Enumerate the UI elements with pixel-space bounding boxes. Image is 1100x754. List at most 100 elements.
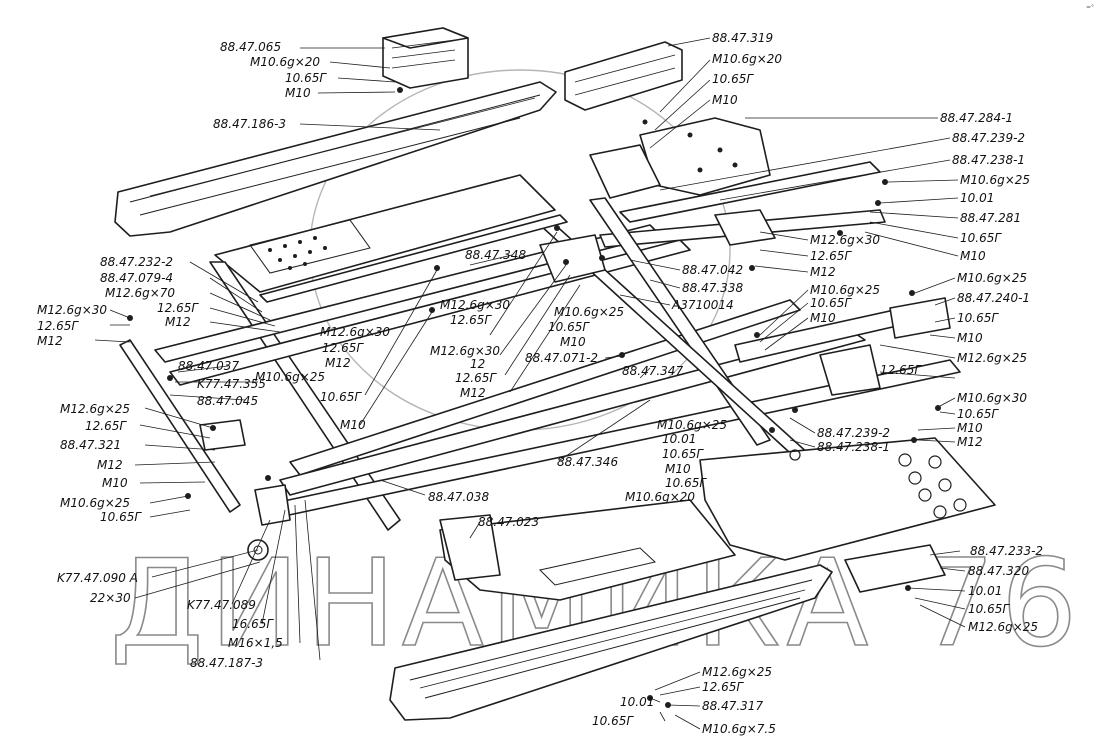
- label-m16-1-5: M16×1,5: [228, 636, 283, 650]
- label-88-47-238-1: 88.47.238-1: [952, 153, 1026, 167]
- label-10-01: 10.01: [968, 584, 1003, 598]
- label-88-47-347: 88.47.347: [622, 364, 684, 378]
- label-m10: M10: [560, 335, 586, 349]
- label-m12-6g-25: M12.6g×25: [968, 620, 1039, 634]
- right-top-plate: [589, 117, 771, 199]
- label-m12-6g-25: M12.6g×25: [60, 402, 131, 416]
- label-88-47-042: 88.47.042: [682, 263, 744, 277]
- label-88-47-238-1: 88.47.238-1: [817, 440, 891, 454]
- label-12-65g: 12.65Г: [810, 249, 852, 263]
- label-m12: M12: [957, 435, 983, 449]
- label-88-47-187-3: 88.47.187-3: [190, 656, 264, 670]
- label-12: 12: [470, 357, 486, 371]
- label-10-65g: 10.65Г: [957, 311, 999, 325]
- label-12-65g: 12.65Г: [37, 319, 79, 333]
- label-10-01: 10.01: [662, 432, 697, 446]
- label-10-01: 10.01: [960, 191, 995, 205]
- label-10-65g: 10.65Г: [592, 714, 634, 728]
- label-m12: M12: [37, 334, 63, 348]
- label-m12-6g-70: M12.6g×70: [105, 286, 176, 300]
- label-m12-6g-25: M12.6g×25: [957, 351, 1028, 365]
- bottom-right-plate: [699, 437, 996, 561]
- label-88-47-338: 88.47.338: [682, 281, 744, 295]
- label-m10: M10: [957, 331, 983, 345]
- label-88-47-239-2: 88.47.239-2: [817, 426, 891, 440]
- upper-right-bracket: [564, 41, 683, 111]
- label-16-65g: 16.65Г: [232, 617, 274, 631]
- label-m12-6g-30: M12.6g×30: [810, 233, 881, 247]
- label-m10-6g-25: M10.6g×25: [957, 271, 1028, 285]
- label-88-47-023: 88.47.023: [478, 515, 540, 529]
- label-m10: M10: [665, 462, 691, 476]
- label-k77-47-090-a: K77.47.090 A: [57, 571, 138, 585]
- label-88-47-284-1: 88.47.284-1: [940, 111, 1014, 125]
- leader-lines: [94, 37, 966, 730]
- label-m12-6g-30: M12.6g×30: [37, 303, 108, 317]
- label-m10: M10: [340, 418, 366, 432]
- label-m12: M12: [325, 356, 351, 370]
- label-10-65g: 10.65Г: [100, 510, 142, 524]
- label-m12: M12: [165, 315, 191, 329]
- label-m10-6g-25: M10.6g×25: [554, 305, 625, 319]
- fastener-dots: [429, 119, 941, 708]
- label-m10-6g-20: M10.6g×20: [250, 55, 321, 69]
- label-m10-6g-20: M10.6g×20: [712, 52, 783, 66]
- label-10-65g: 10.65Г: [960, 231, 1002, 245]
- label-k77-47-355: K77.47.355: [197, 377, 266, 391]
- label-88-47-281: 88.47.281: [960, 211, 1022, 225]
- label-m10-6g-25: M10.6g×25: [255, 370, 326, 384]
- label-10-65g: 10.65Г: [968, 602, 1010, 616]
- label-12-65g: 12.65Г: [450, 313, 492, 327]
- top-box-bracket: [382, 27, 469, 93]
- label-m12-6g-25: M12.6g×25: [702, 665, 773, 679]
- label-10-65g: 10.65Г: [665, 476, 707, 490]
- label-12-65g: 12.65Г: [157, 301, 199, 315]
- label-m12-6g-30: M12.6g×30: [430, 344, 501, 358]
- left-upper-channel: [114, 81, 557, 237]
- bottom-long-channel: [389, 544, 946, 721]
- label-m10: M10: [102, 476, 128, 490]
- label-88-47-348: 88.47.348: [465, 248, 527, 262]
- label-m10-6g-20: M10.6g×20: [625, 490, 696, 504]
- center-right-brackets: [539, 209, 951, 396]
- central-perforated-plate: [214, 174, 556, 293]
- label-88-47-045: 88.47.045: [197, 394, 259, 408]
- label-10-65g: 10.65Г: [810, 296, 852, 310]
- label-a3710014: A3710014: [672, 298, 734, 312]
- label-10-65g: 10.65Г: [548, 320, 590, 334]
- label-12-65g: 12.65Г: [880, 363, 922, 377]
- label-m10: M10: [712, 93, 738, 107]
- label-88-47-320: 88.47.320: [968, 564, 1030, 578]
- label-88-47-317: 88.47.317: [702, 699, 764, 713]
- label-10-65g: 10.65Г: [285, 71, 327, 85]
- bottom-center-plate: [439, 499, 736, 601]
- label-m12-6g-30: M12.6g×30: [440, 298, 511, 312]
- label-10-65g: 10.65Г: [662, 447, 704, 461]
- label-88-47-321: 88.47.321: [60, 438, 122, 452]
- label-88-47-186-3: 88.47.186-3: [213, 117, 287, 131]
- label-m10-6g-25: M10.6g×25: [810, 283, 881, 297]
- label-m12-6g-30: M12.6g×30: [320, 325, 391, 339]
- label-m10: M10: [960, 249, 986, 263]
- label-m10-6g-25: M10.6g×25: [60, 496, 131, 510]
- label-k77-47-089: K77.47.089: [187, 598, 256, 612]
- label-88-47-037: 88.47.037: [178, 359, 240, 373]
- label-m10-6g-25: M10.6g×25: [657, 418, 728, 432]
- label-10-65g: 10.65Г: [712, 72, 754, 86]
- label-88-47-071-2: 88.47.071-2: [525, 351, 599, 365]
- label-m12: M12: [460, 386, 486, 400]
- label-m10: M10: [810, 311, 836, 325]
- label-10-65g: 10.65Г: [320, 390, 362, 404]
- label-88-47-079-4: 88.47.079-4: [100, 271, 174, 285]
- label-10-01: 10.01: [620, 695, 655, 709]
- label-m10-6g-25: M10.6g×25: [960, 173, 1031, 187]
- label-m12: M12: [810, 265, 836, 279]
- label-12-65g: 12.65Г: [702, 680, 744, 694]
- label-88-47-240-1: 88.47.240-1: [957, 291, 1031, 305]
- label-10-65g: 10.65Г: [957, 407, 999, 421]
- label-m10-6g-30: M10.6g×30: [957, 391, 1028, 405]
- label-88-47-346: 88.47.346: [557, 455, 619, 469]
- label-88-47-233-2: 88.47.233-2: [970, 544, 1044, 558]
- label-12-65g: 12.65Г: [455, 371, 497, 385]
